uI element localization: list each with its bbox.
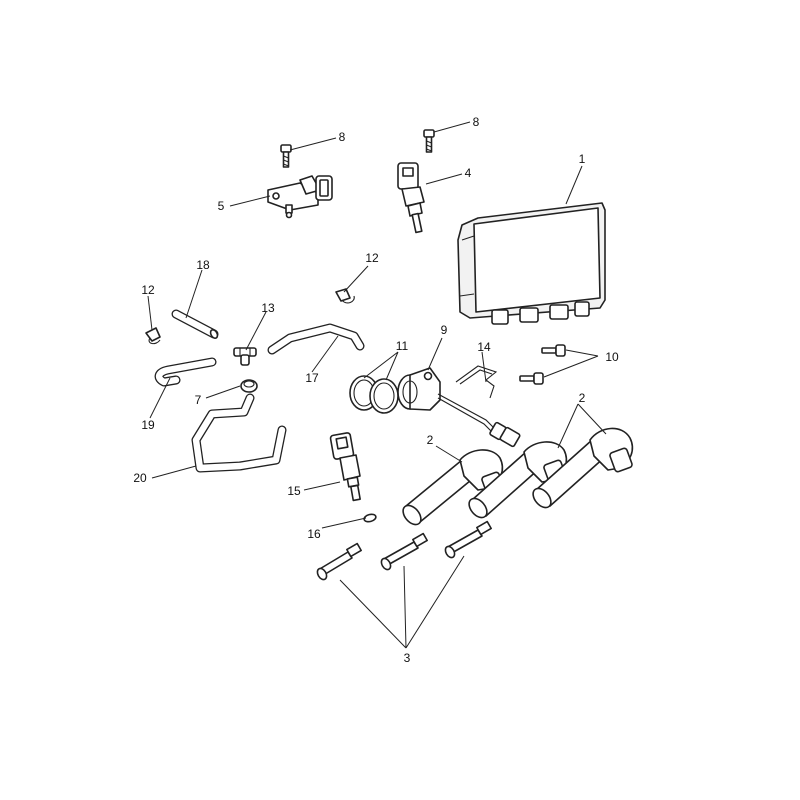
part-12-clip-left	[145, 327, 161, 345]
callout-12-right: 12	[365, 251, 379, 265]
callout-4: 4	[465, 166, 472, 180]
part-9-sensor-with-cable	[397, 367, 521, 448]
callout-2-coils: 2	[579, 391, 586, 405]
part-17-hose	[267, 323, 365, 355]
part-18-hose	[171, 309, 219, 339]
callout-19: 19	[141, 418, 155, 432]
part-16-small-o-ring	[363, 513, 377, 523]
part-5-map-sensor	[267, 175, 333, 219]
callout-7: 7	[195, 393, 202, 407]
callout-1: 1	[579, 152, 586, 166]
part-15-temperature-sender	[329, 432, 361, 502]
part-2-ignition-coil-right	[532, 427, 634, 509]
part-1-ecu-module	[457, 202, 606, 325]
callout-2-left-coil: 2	[427, 433, 434, 447]
part-4-temperature-sensor	[397, 162, 425, 234]
callout-11: 11	[396, 339, 409, 353]
callout-10: 10	[605, 350, 619, 364]
part-11-o-rings	[349, 375, 399, 414]
part-3-spark-plug-right	[444, 520, 492, 559]
callout-5: 5	[218, 199, 225, 213]
callout-18: 18	[196, 258, 210, 272]
callout-12-left: 12	[141, 283, 155, 297]
part-8-bolt-right	[423, 129, 435, 153]
part-12-clip-right	[335, 288, 355, 304]
part-20-hose	[191, 393, 287, 473]
part-8-bolt-left	[280, 144, 292, 168]
part-3-spark-plug-middle	[380, 532, 428, 571]
part-10-screw-upper	[541, 344, 566, 357]
callout-16: 16	[307, 527, 321, 541]
callout-13: 13	[261, 301, 275, 315]
callout-labels: 1 2 2 3 4 5 7 8 8 9 10 11 12 12 13 14 15…	[133, 115, 619, 665]
leader-lines	[147, 121, 607, 649]
part-19-hose	[154, 357, 217, 387]
callout-8-right: 8	[473, 115, 480, 129]
callout-14: 14	[477, 340, 491, 354]
part-14-bracket	[455, 365, 498, 399]
part-3-spark-plug-left	[316, 542, 362, 581]
part-13-t-piece	[233, 347, 257, 366]
callout-15: 15	[287, 484, 301, 498]
callout-8-left: 8	[339, 130, 346, 144]
callout-20: 20	[133, 471, 147, 485]
part-10-screw-lower	[519, 372, 544, 385]
callout-9: 9	[441, 323, 448, 337]
part-7-clamp	[240, 379, 258, 393]
callout-17: 17	[305, 371, 319, 385]
callout-3: 3	[404, 651, 411, 665]
